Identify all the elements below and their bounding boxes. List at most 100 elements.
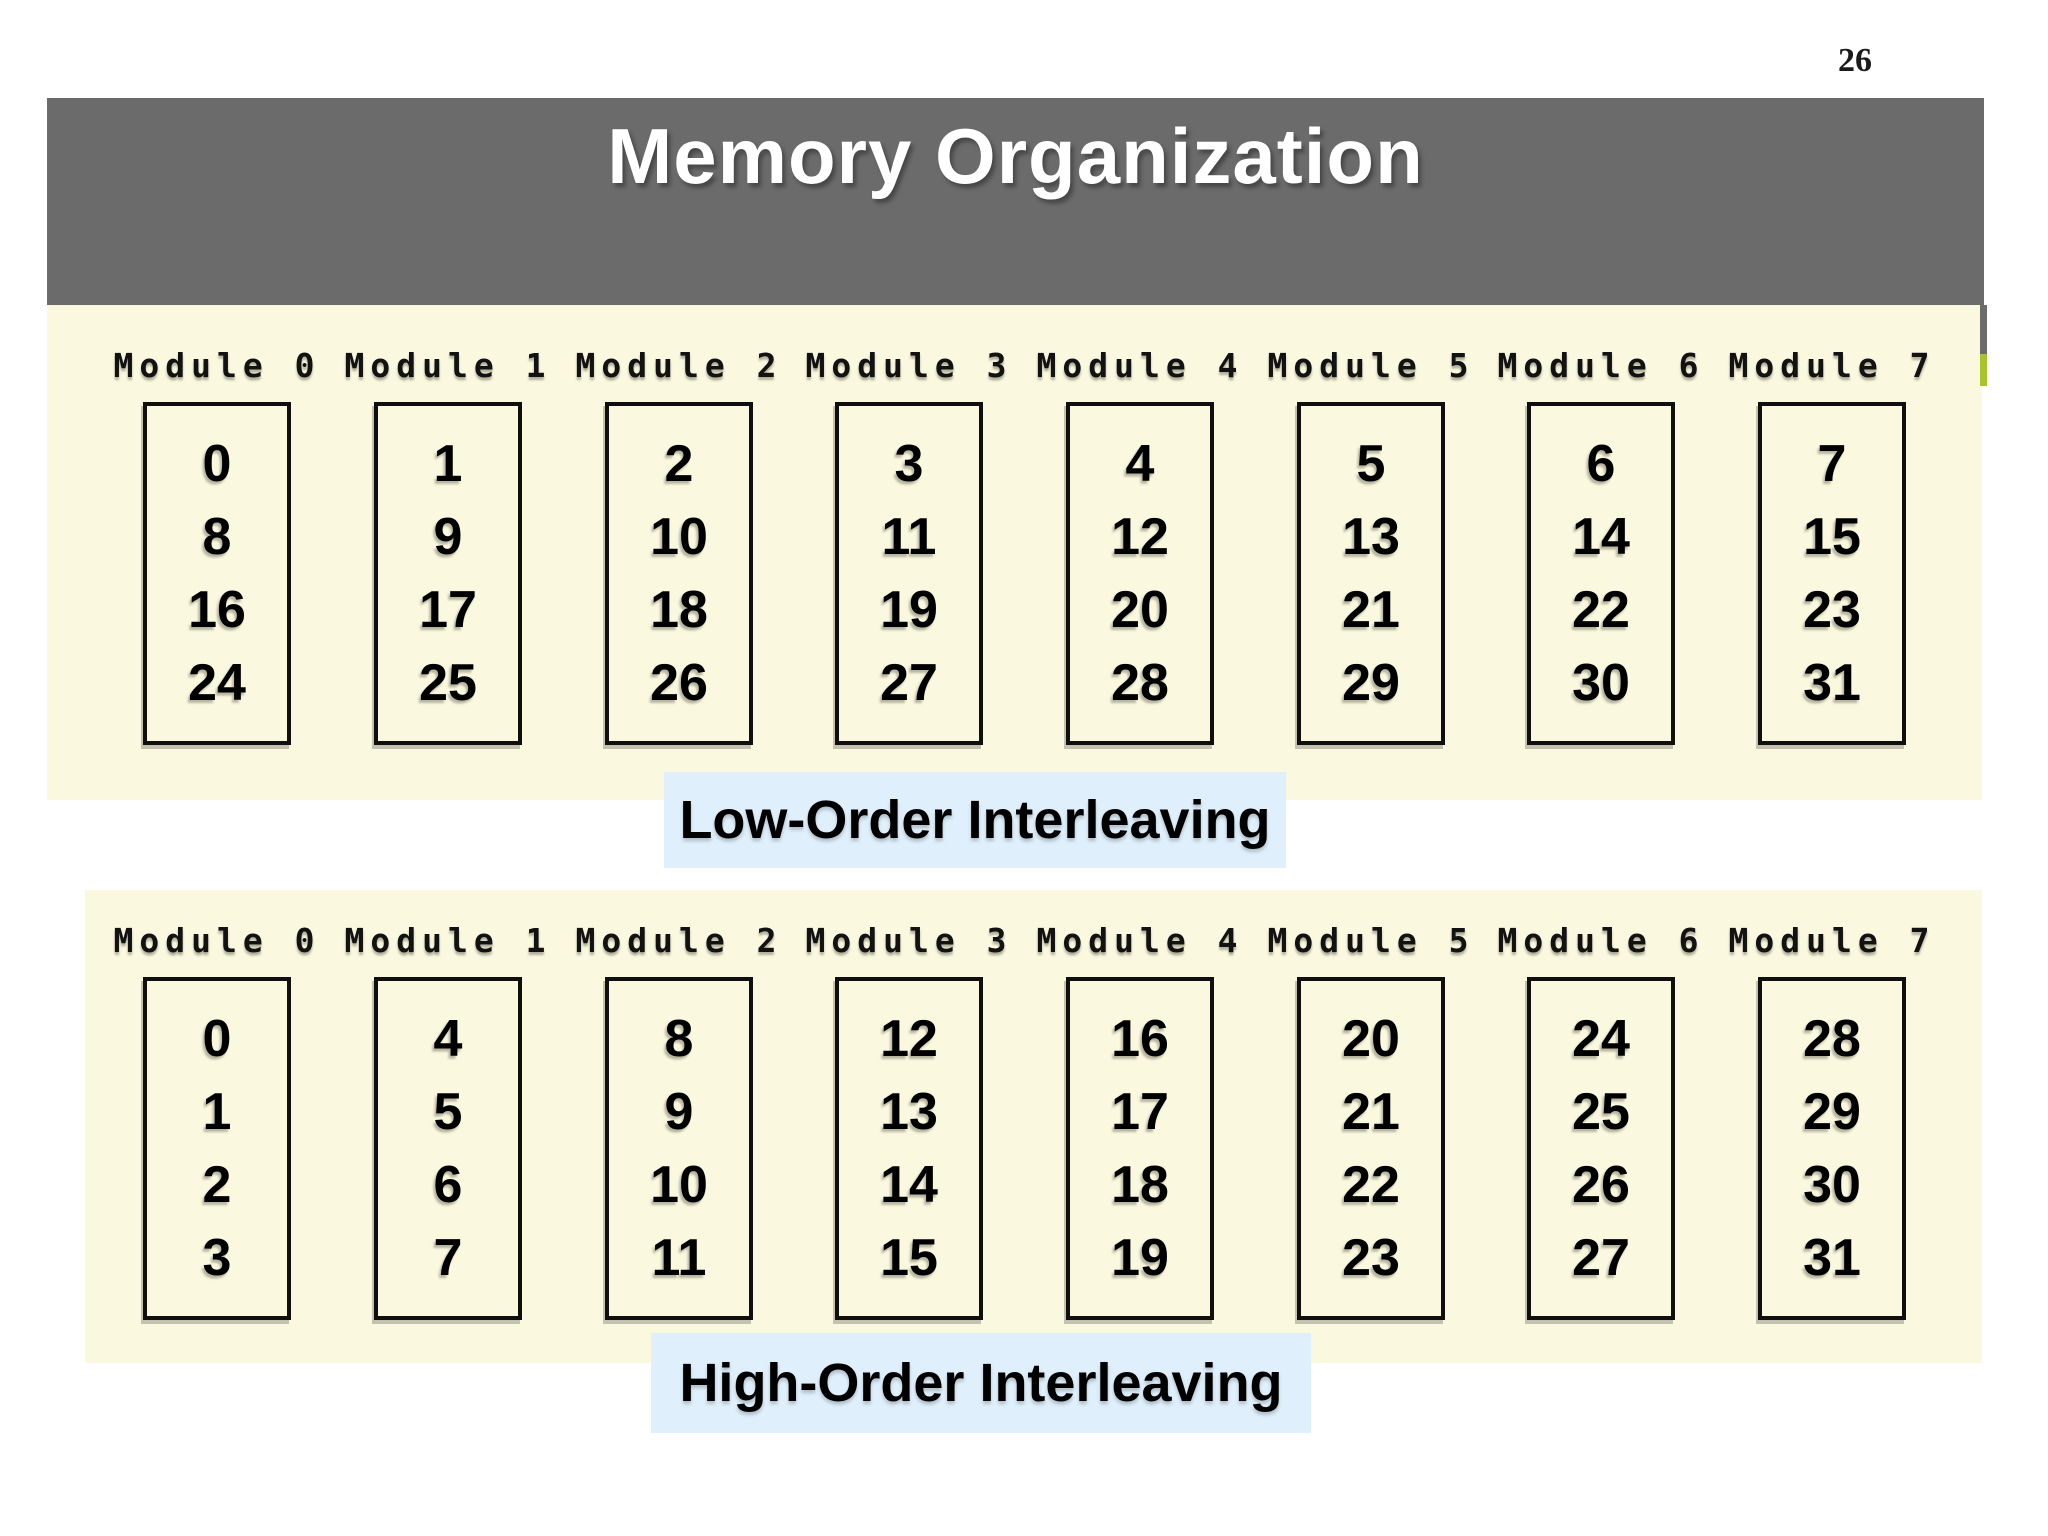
title-bar: Memory Organization (47, 98, 1984, 305)
memory-address: 29 (1803, 1082, 1861, 1141)
module-box: 8 9 10 11 (605, 977, 753, 1320)
module-label: Module 7 (1728, 921, 1936, 960)
module-box: 24 25 26 27 (1527, 977, 1675, 1320)
memory-address: 27 (880, 653, 938, 712)
module-column: Module 5 20 21 22 23 (1268, 908, 1468, 1320)
module-label: Module 3 (805, 921, 1013, 960)
module-box: 4 12 20 28 (1066, 402, 1214, 745)
memory-address: 28 (1111, 653, 1169, 712)
module-box: 2 10 18 26 (605, 402, 753, 745)
memory-address: 3 (894, 434, 924, 493)
caption-low-order: Low-Order Interleaving (664, 772, 1286, 868)
memory-address: 22 (1342, 1155, 1400, 1214)
memory-address: 1 (202, 1082, 232, 1141)
memory-address: 7 (433, 1228, 463, 1287)
module-label: Module 0 (113, 346, 321, 385)
memory-address: 14 (880, 1155, 938, 1214)
module-label: Module 4 (1036, 921, 1244, 960)
module-box: 0 8 16 24 (143, 402, 291, 745)
gray-edge-accent (1980, 305, 1987, 354)
memory-address: 0 (202, 434, 232, 493)
module-label: Module 1 (344, 921, 552, 960)
memory-address: 4 (1125, 434, 1155, 493)
module-box: 4 5 6 7 (374, 977, 522, 1320)
memory-address: 1 (433, 434, 463, 493)
memory-address: 29 (1342, 653, 1400, 712)
memory-address: 31 (1803, 653, 1861, 712)
memory-address: 7 (1817, 434, 1847, 493)
memory-address: 30 (1803, 1155, 1861, 1214)
module-box: 3 11 19 27 (835, 402, 983, 745)
module-box: 6 14 22 30 (1527, 402, 1675, 745)
memory-address: 16 (1111, 1009, 1169, 1068)
memory-address: 26 (650, 653, 708, 712)
module-column: Module 1 4 5 6 7 (345, 908, 545, 1320)
memory-address: 10 (650, 1155, 708, 1214)
module-box: 1 9 17 25 (374, 402, 522, 745)
module-column: Module 0 0 8 16 24 (114, 333, 314, 745)
memory-address: 17 (1111, 1082, 1169, 1141)
module-label: Module 4 (1036, 346, 1244, 385)
memory-address: 22 (1572, 580, 1630, 639)
module-box: 0 1 2 3 (143, 977, 291, 1320)
module-box: 12 13 14 15 (835, 977, 983, 1320)
memory-address: 25 (1572, 1082, 1630, 1141)
module-label: Module 1 (344, 346, 552, 385)
module-box: 7 15 23 31 (1758, 402, 1906, 745)
memory-address: 2 (202, 1155, 232, 1214)
memory-address: 28 (1803, 1009, 1861, 1068)
module-box: 28 29 30 31 (1758, 977, 1906, 1320)
memory-address: 10 (650, 507, 708, 566)
memory-address: 2 (664, 434, 694, 493)
memory-address: 16 (188, 580, 246, 639)
module-label: Module 5 (1267, 346, 1475, 385)
module-label: Module 2 (575, 921, 783, 960)
memory-address: 20 (1111, 580, 1169, 639)
module-label: Module 3 (805, 346, 1013, 385)
module-label: Module 5 (1267, 921, 1475, 960)
memory-address: 14 (1572, 507, 1630, 566)
memory-address: 5 (433, 1082, 463, 1141)
memory-address: 12 (1111, 507, 1169, 566)
module-column: Module 2 2 10 18 26 (576, 333, 776, 745)
memory-address: 3 (202, 1228, 232, 1287)
memory-address: 13 (1342, 507, 1400, 566)
memory-address: 31 (1803, 1228, 1861, 1287)
module-column: Module 6 6 14 22 30 (1498, 333, 1698, 745)
memory-address: 24 (1572, 1009, 1630, 1068)
module-label: Module 6 (1497, 921, 1705, 960)
high-order-panel (85, 890, 1982, 1363)
memory-address: 11 (881, 507, 937, 566)
module-column: Module 7 7 15 23 31 (1729, 333, 1929, 745)
module-column: Module 7 28 29 30 31 (1729, 908, 1929, 1320)
memory-address: 11 (651, 1228, 707, 1287)
memory-address: 26 (1572, 1155, 1630, 1214)
memory-address: 9 (433, 507, 463, 566)
memory-address: 23 (1342, 1228, 1400, 1287)
memory-address: 0 (202, 1009, 232, 1068)
memory-address: 21 (1342, 580, 1400, 639)
low-order-panel (47, 305, 1982, 800)
memory-address: 12 (880, 1009, 938, 1068)
memory-address: 8 (664, 1009, 694, 1068)
module-column: Module 2 8 9 10 11 (576, 908, 776, 1320)
module-column: Module 0 0 1 2 3 (114, 908, 314, 1320)
module-label: Module 6 (1497, 346, 1705, 385)
memory-address: 24 (188, 653, 246, 712)
memory-address: 25 (419, 653, 477, 712)
module-column: Module 4 16 17 18 19 (1037, 908, 1237, 1320)
module-column: Module 5 5 13 21 29 (1268, 333, 1468, 745)
module-box: 5 13 21 29 (1297, 402, 1445, 745)
memory-address: 5 (1356, 434, 1386, 493)
module-column: Module 6 24 25 26 27 (1498, 908, 1698, 1320)
module-column: Module 4 4 12 20 28 (1037, 333, 1237, 745)
memory-address: 18 (650, 580, 708, 639)
page-number: 26 (1838, 42, 1872, 79)
memory-address: 15 (1803, 507, 1861, 566)
memory-address: 17 (419, 580, 477, 639)
memory-address: 18 (1111, 1155, 1169, 1214)
memory-address: 13 (880, 1082, 938, 1141)
module-column: Module 1 1 9 17 25 (345, 333, 545, 745)
memory-address: 15 (880, 1228, 938, 1287)
